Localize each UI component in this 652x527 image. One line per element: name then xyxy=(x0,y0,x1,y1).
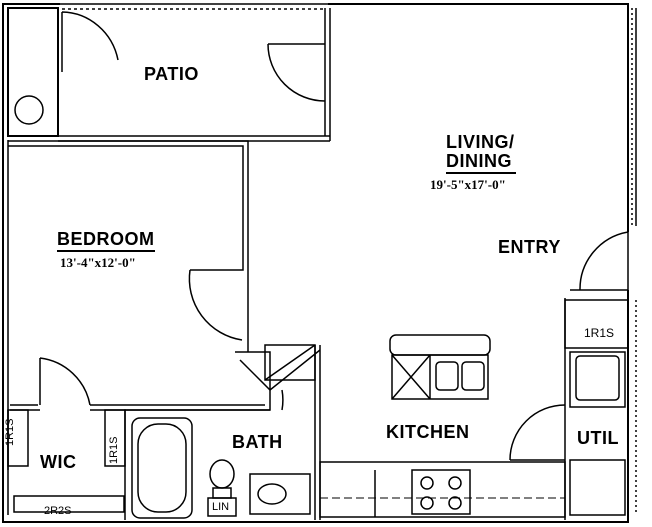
bedroom-door-swing-icon xyxy=(188,269,243,341)
vanity xyxy=(249,473,311,515)
bedroom-label: BEDROOM xyxy=(57,229,155,252)
dining-label: DINING xyxy=(446,151,516,174)
util-label: UTIL xyxy=(577,428,619,448)
exterior-walls xyxy=(2,3,637,523)
sink-icon xyxy=(257,483,287,505)
bedroom-dimensions: 13'-4"x12'-0" xyxy=(60,255,136,270)
wic-left-shelf-tag: 1R1S xyxy=(4,418,16,446)
bathtub-icon xyxy=(131,417,193,519)
living-dimensions: 19'-5"x17'-0" xyxy=(430,177,506,192)
island xyxy=(391,354,489,400)
dryer-icon xyxy=(569,459,626,516)
util-door-swing-icon xyxy=(509,404,566,461)
linen-closet xyxy=(207,497,237,517)
bath-label: BATH xyxy=(232,432,283,452)
wic-bottom-shelf-tag: 2R2S xyxy=(44,505,72,517)
kitchen-label: KITCHEN xyxy=(386,422,470,442)
water-heater-icon xyxy=(14,95,44,125)
kitchen-fixtures xyxy=(319,334,566,518)
wic-door-swing-icon xyxy=(39,357,91,406)
living-label: LIVING/ xyxy=(446,132,515,152)
coat-closet xyxy=(564,299,629,349)
entry-util-walls xyxy=(509,231,629,520)
closet-shelf-tag: 1R1S xyxy=(584,326,615,340)
stove-icon xyxy=(411,469,471,515)
living-door-swing-icon xyxy=(267,43,326,102)
entry-door-swing-icon xyxy=(579,231,629,291)
entry-label: ENTRY xyxy=(498,237,561,257)
patio-label: PATIO xyxy=(144,64,199,84)
wic-right-shelf-tag: 1R1S xyxy=(108,436,120,464)
patio-door-swing-icon xyxy=(61,11,119,72)
kitchen-sink-icon xyxy=(435,361,459,391)
washer-icon xyxy=(569,351,626,408)
wic-label: WIC xyxy=(40,452,77,472)
linen-tag: LIN xyxy=(212,501,230,513)
